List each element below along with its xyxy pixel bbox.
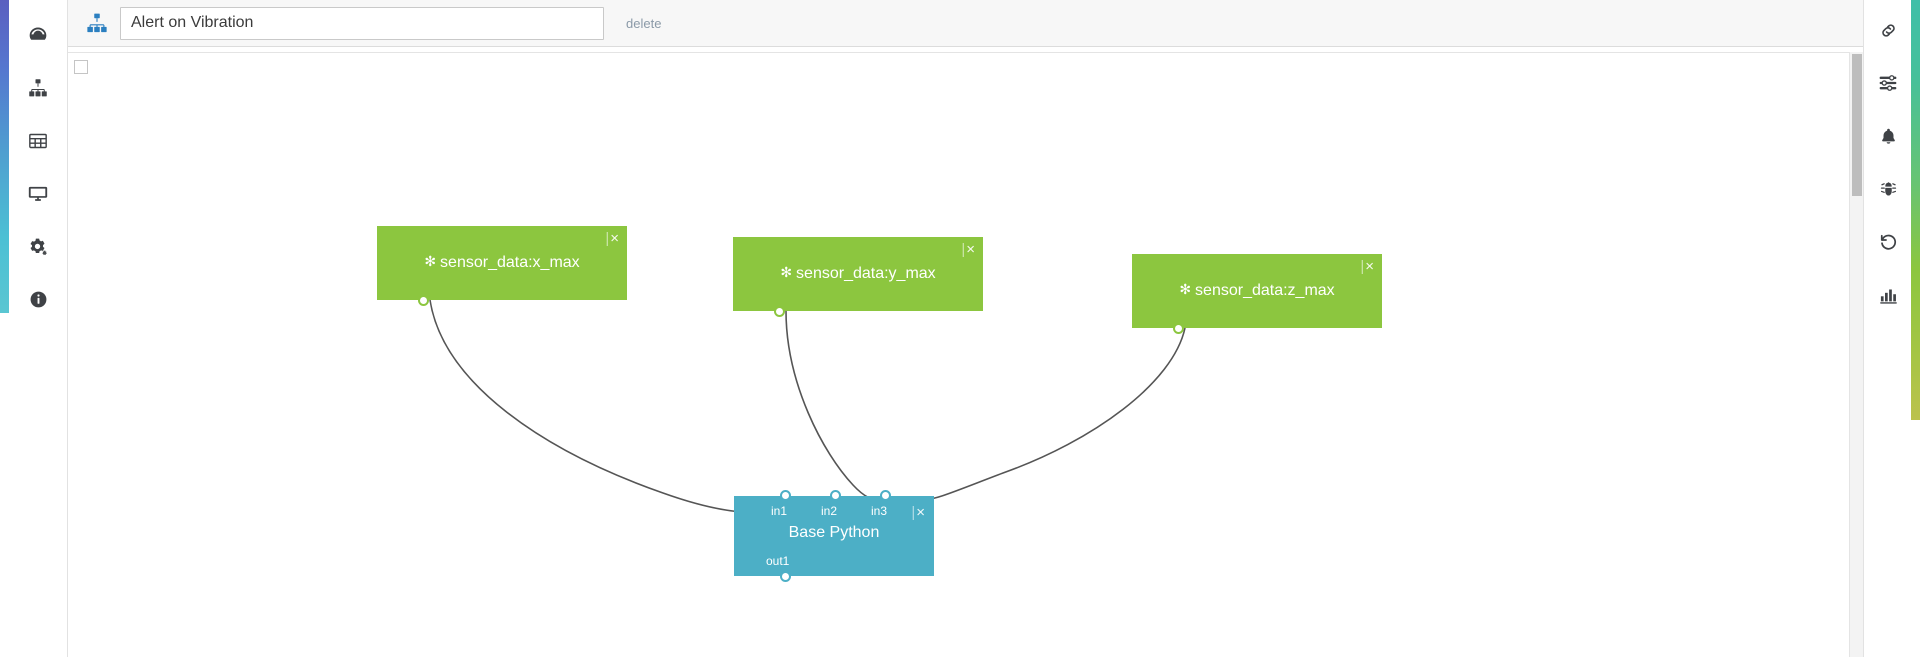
sitemap-icon [28, 78, 48, 98]
bug-icon [1879, 180, 1898, 204]
edge-y_max-to-in2 [785, 310, 876, 501]
node-sensor-z-max[interactable]: |× ✻sensor_data:z_max [1132, 254, 1382, 334]
history-icon [1879, 233, 1898, 257]
info-circle-icon [29, 290, 48, 309]
canvas-select-box-icon[interactable] [74, 60, 88, 74]
canvas-vertical-scrollbar[interactable] [1849, 52, 1863, 657]
node-close-icon[interactable]: |× [605, 230, 620, 247]
asterisk-icon: ✻ [780, 264, 793, 280]
link-icon [1879, 21, 1898, 45]
node-title-text: sensor_data:z_max [1195, 282, 1335, 299]
port-label-out1: out1 [766, 554, 790, 568]
sidebar-item-devices[interactable] [9, 167, 67, 220]
port-out[interactable] [418, 295, 429, 306]
port-label-in2: in2 [821, 504, 838, 518]
tool-debug[interactable] [1864, 165, 1912, 218]
left-navigation-rail [0, 0, 68, 657]
sidebar-item-data[interactable] [9, 114, 67, 167]
right-accent-gradient [1911, 0, 1920, 420]
node-title: ✻sensor_data:y_max [733, 264, 983, 283]
dashboard-icon [28, 25, 48, 45]
tool-link[interactable] [1864, 6, 1912, 59]
edge-x_max-to-in1 [429, 299, 786, 514]
asterisk-icon: ✻ [424, 253, 437, 269]
sidebar-item-flows[interactable] [9, 61, 67, 114]
port-label-in3: in3 [871, 504, 888, 518]
node-base-python[interactable]: |× in1 in2 in3 Base Python out1 [734, 490, 934, 582]
flow-canvas[interactable]: |× ✻sensor_data:x_max |× ✻sensor_data:y_… [62, 52, 1855, 657]
node-close-icon[interactable]: |× [1360, 258, 1375, 275]
delete-flow-link[interactable]: delete [626, 15, 662, 31]
node-title-text: sensor_data:y_max [796, 265, 936, 282]
right-tool-rail [1863, 0, 1920, 657]
gears-icon [28, 237, 48, 257]
port-out[interactable] [774, 306, 785, 317]
node-sensor-x-max[interactable]: |× ✻sensor_data:x_max [377, 226, 627, 306]
tool-properties[interactable] [1864, 59, 1912, 112]
node-title-text: Base Python [788, 524, 880, 541]
port-label-in1: in1 [771, 504, 788, 518]
left-rail-icon-list [9, 0, 67, 657]
node-close-icon[interactable]: |× [961, 241, 976, 258]
edge-z_max-to-in3 [924, 327, 1186, 501]
node-title-text: sensor_data:x_max [440, 254, 580, 271]
canvas-scrollbar-thumb[interactable] [1852, 54, 1862, 196]
flow-type-icon[interactable] [80, 6, 114, 40]
port-out[interactable] [1173, 323, 1184, 334]
node-title: ✻sensor_data:x_max [377, 253, 627, 272]
port-in2[interactable] [830, 490, 841, 501]
asterisk-icon: ✻ [1179, 281, 1192, 297]
tool-alerts[interactable] [1864, 112, 1912, 165]
table-icon [28, 131, 48, 151]
flow-title-input[interactable] [120, 6, 604, 40]
connection-edges-layer [429, 299, 1186, 514]
monitor-icon [28, 184, 48, 204]
node-title: ✻sensor_data:z_max [1132, 281, 1382, 300]
tool-statistics[interactable] [1864, 271, 1912, 324]
chart-bar-icon [1879, 286, 1898, 310]
right-rail-icon-list [1864, 0, 1912, 657]
node-close-icon[interactable]: |× [911, 504, 926, 521]
port-in3[interactable] [880, 490, 891, 501]
left-accent-gradient [0, 0, 9, 313]
port-in1[interactable] [780, 490, 791, 501]
port-out1[interactable] [780, 571, 791, 582]
sidebar-item-info[interactable] [9, 273, 67, 326]
tool-history[interactable] [1864, 218, 1912, 271]
node-title: Base Python [734, 524, 934, 542]
node-sensor-y-max[interactable]: |× ✻sensor_data:y_max [733, 237, 983, 317]
sidebar-item-settings[interactable] [9, 220, 67, 273]
bell-icon [1879, 127, 1898, 151]
editor-header: delete [68, 0, 1863, 47]
sidebar-item-dashboard[interactable] [9, 8, 67, 61]
sliders-icon [1878, 73, 1898, 98]
